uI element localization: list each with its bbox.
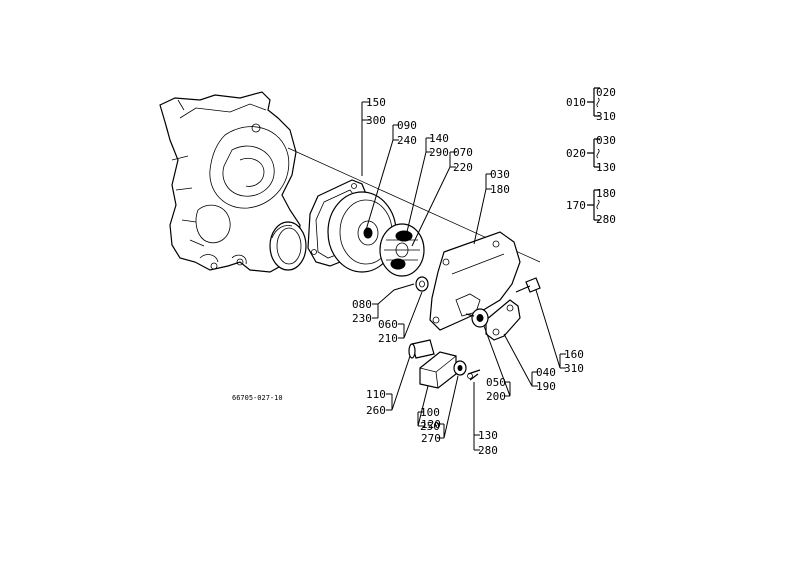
label-090: 090: [397, 119, 417, 132]
cotter-pin-130: [467, 369, 481, 381]
label-070: 070: [453, 146, 473, 159]
label-310: 310: [564, 362, 584, 375]
legend-bottom: 280: [596, 213, 616, 226]
leader-lines: [361, 101, 566, 451]
label-040: 040: [536, 366, 556, 379]
label-030: 030: [490, 168, 510, 181]
legend-bottom: 130: [596, 161, 616, 174]
part-labels: 150 300 090 240 140 290 070 220 030 180 …: [352, 96, 584, 457]
label-190: 190: [536, 380, 556, 393]
cover-plate: [429, 231, 521, 331]
legend-top: 020: [596, 86, 616, 99]
label-150: 150: [366, 96, 386, 109]
label-100: 100: [420, 406, 440, 419]
slider-block: [419, 351, 457, 389]
label-280: 280: [478, 444, 498, 457]
label-120: 120: [421, 418, 441, 431]
bolt-160: [515, 277, 541, 293]
label-060: 060: [378, 318, 398, 331]
legend-top: 030: [596, 134, 616, 147]
washer-120: [453, 360, 467, 376]
label-140: 140: [429, 132, 449, 145]
label-200: 200: [486, 390, 506, 403]
washer-080: [415, 276, 429, 292]
label-300: 300: [366, 114, 386, 127]
legend-bottom: 310: [596, 110, 616, 123]
label-240: 240: [397, 134, 417, 147]
clutch-assembly: [379, 223, 425, 277]
label-260: 260: [366, 404, 386, 417]
label-160: 160: [564, 348, 584, 361]
label-210: 210: [378, 332, 398, 345]
legend-group-3: 170 180 280: [566, 187, 616, 226]
pivot-nut-050: [465, 308, 489, 328]
label-180: 180: [490, 183, 510, 196]
label-110: 110: [366, 388, 386, 401]
label-230: 230: [352, 312, 372, 325]
oil-seal-ring: [269, 221, 307, 271]
pin-110: [408, 339, 435, 359]
legend-key: 170: [566, 199, 586, 212]
label-250: 250: [420, 420, 440, 433]
legend-key: 010: [566, 96, 586, 109]
legend-key: 020: [566, 147, 586, 160]
label-270: 270: [421, 432, 441, 445]
legend-group-1: 010 020 310: [566, 86, 616, 123]
legend-top: 180: [596, 187, 616, 200]
label-130: 130: [478, 429, 498, 442]
label-220: 220: [453, 161, 473, 174]
label-050: 050: [486, 376, 506, 389]
label-080: 080: [352, 298, 372, 311]
label-290: 290: [429, 146, 449, 159]
legend-group-2: 020 030 130: [566, 134, 616, 174]
figure-code: 66705-027-10: [232, 394, 283, 402]
